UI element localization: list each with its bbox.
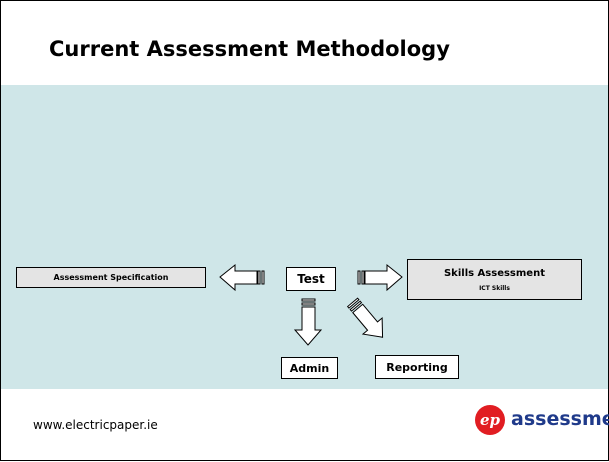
skills-assessment-label: Skills Assessment [443,267,545,279]
slide-title: Current Assessment Methodology [49,37,450,61]
reporting-box: Reporting [375,355,459,379]
footer-url: www.electricpaper.ie [33,418,158,432]
arrow-down [293,298,323,346]
logo-mark: ep [475,405,505,435]
test-label: Test [297,272,325,286]
arrow-left [219,263,265,292]
admin-box: Admin [281,357,338,379]
admin-label: Admin [289,361,330,375]
arrow-right [357,263,403,292]
assessment-specification-box: Assessment Specification [16,267,206,288]
logo-text: assessment [511,408,609,430]
reporting-label: Reporting [386,360,448,374]
ict-skills-label: ICT Skills [479,284,510,292]
assessment-specification-label: Assessment Specification [53,273,169,282]
test-box: Test [286,267,336,291]
ep-assessment-logo: ep assessment [475,403,609,439]
arrow-down-right [346,297,384,338]
skills-assessment-box: Skills Assessment ICT Skills [407,259,582,300]
